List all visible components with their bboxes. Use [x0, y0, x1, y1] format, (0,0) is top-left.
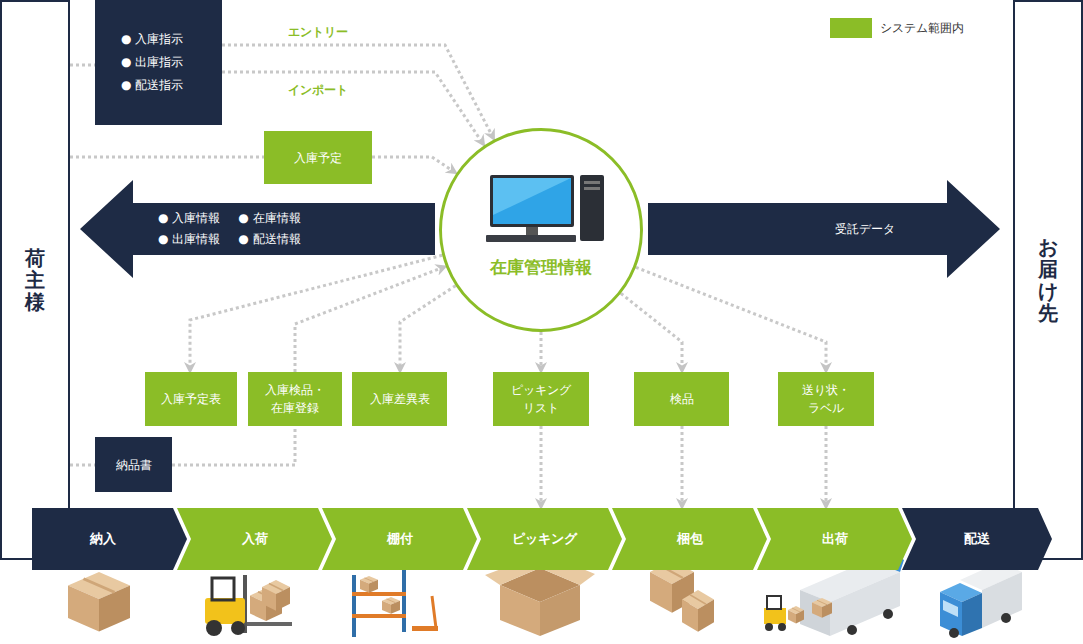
computer-icon: [486, 175, 606, 250]
process-box: ピッキングリスト: [493, 372, 589, 426]
text-holder: 入荷: [177, 508, 332, 570]
client-panel: 荷主様: [0, 0, 70, 560]
instruction-label: ● 入庫指示: [121, 28, 183, 51]
data-arrow: 受託データ: [648, 180, 1000, 278]
system-label: 在庫管理情報: [490, 255, 592, 281]
text-holder: 入庫検品・在庫登録: [248, 372, 342, 426]
step-label: 棚付: [387, 529, 413, 549]
process-label: 入庫予定: [294, 149, 342, 167]
step-label: 梱包: [677, 529, 703, 549]
text-holder: 梱包: [612, 508, 767, 570]
text-holder: ● 入庫指示● 出庫指示● 配送指示: [95, 0, 222, 125]
process-box: 入庫検品・在庫登録: [248, 372, 342, 426]
text-holder: 荷主様: [2, 2, 68, 558]
dotted-connector: [70, 64, 95, 67]
text-holder: 受託データ: [648, 180, 1000, 278]
dotted-connector: [70, 156, 264, 159]
process-box: 検品: [634, 372, 729, 426]
dotted-connector: [70, 464, 95, 467]
step-label: ピッキング: [512, 529, 577, 549]
dotted-connector: [372, 157, 453, 171]
text-holder: 入庫差異表: [352, 372, 447, 426]
text-holder: 配送: [902, 508, 1052, 570]
process-box: 入庫差異表: [352, 372, 447, 426]
process-label: 入庫差異表: [370, 390, 430, 408]
vertical-label: お届け先: [1038, 236, 1058, 324]
text-holder: お届け先: [1015, 2, 1081, 558]
process-label: 入庫予定表: [161, 390, 221, 408]
info-arrow-outline: [80, 180, 435, 278]
system-circle: 在庫管理情報: [439, 128, 643, 332]
legend-swatch: [830, 18, 872, 38]
step-chevron: 配送: [902, 508, 1052, 570]
edge-label: エントリー: [285, 24, 351, 41]
text-holder: 納入: [32, 508, 187, 570]
dotted-connector: [222, 45, 492, 136]
text-holder: 出荷: [757, 508, 912, 570]
data-arrow-outline: [648, 180, 1000, 278]
step-label: 入荷: [242, 529, 268, 549]
destination-panel: お届け先: [1013, 0, 1083, 560]
instruction-label: 納品書: [116, 456, 152, 474]
text-holder: 入庫予定表: [145, 372, 237, 426]
text-holder: 送り状・ラベル: [778, 372, 874, 426]
dotted-connector: [681, 426, 684, 504]
dotted-connector: [540, 332, 543, 368]
step-chevron: ピッキング: [467, 508, 622, 570]
process-label: 検品: [670, 390, 694, 408]
step-chevron: 入荷: [177, 508, 332, 570]
process-label: ピッキングリスト: [510, 381, 572, 417]
info-label: ● 出庫情報: [158, 229, 220, 250]
text-holder: 入庫予定: [264, 131, 372, 184]
dotted-connector: [190, 255, 442, 368]
vertical-label: 荷主様: [25, 247, 45, 313]
dotted-connector: [636, 267, 826, 368]
instruction-label: ● 配送指示: [121, 74, 183, 97]
text-holder: 棚付: [322, 508, 477, 570]
dotted-connector: [825, 426, 828, 504]
text-holder: ● 入庫情報 ● 在庫情報 ● 出庫情報 ● 配送情報: [80, 180, 435, 278]
dotted-connector: [295, 268, 442, 372]
info-grid: ● 入庫情報 ● 在庫情報 ● 出庫情報 ● 配送情報: [158, 208, 301, 250]
process-label: 入庫検品・在庫登録: [264, 381, 326, 417]
step-chevron: 出荷: [757, 508, 912, 570]
dotted-connector: [400, 286, 456, 368]
info-arrow: ● 入庫情報 ● 在庫情報 ● 出庫情報 ● 配送情報: [80, 180, 435, 278]
dotted-connector: [621, 293, 682, 368]
data-label: 受託データ: [835, 220, 895, 238]
instruction-box: ● 入庫指示● 出庫指示● 配送指示: [95, 0, 222, 125]
legend-text: システム範囲内: [880, 20, 964, 37]
dotted-connector: [172, 426, 295, 465]
step-chevron: 梱包: [612, 508, 767, 570]
legend-row: システム範囲内: [830, 18, 964, 38]
process-box: 入庫予定: [264, 131, 372, 184]
info-label: ● 入庫情報: [158, 208, 220, 229]
text-holder: 検品: [634, 372, 729, 426]
text-holder: ピッキングリスト: [493, 372, 589, 426]
step-label: 納入: [90, 529, 116, 549]
text-holder: ピッキング: [467, 508, 622, 570]
text-holder: 納品書: [95, 437, 172, 492]
step-chevron: 納入: [32, 508, 187, 570]
step-label: 出荷: [822, 529, 848, 549]
process-box: 送り状・ラベル: [778, 372, 874, 426]
edge-label: インポート: [285, 82, 351, 99]
dotted-connector: [540, 426, 543, 504]
instruction-label: ● 出庫指示: [121, 51, 183, 74]
legend: システム範囲内: [830, 18, 964, 38]
process-box: 入庫予定表: [145, 372, 237, 426]
info-label: ● 配送情報: [238, 229, 300, 250]
info-label: ● 在庫情報: [238, 208, 300, 229]
text-holder: 在庫管理情報: [442, 131, 640, 329]
process-label: 送り状・ラベル: [801, 381, 851, 417]
document-box: 納品書: [95, 437, 172, 492]
step-chevron: 棚付: [322, 508, 477, 570]
step-label: 配送: [964, 529, 990, 549]
